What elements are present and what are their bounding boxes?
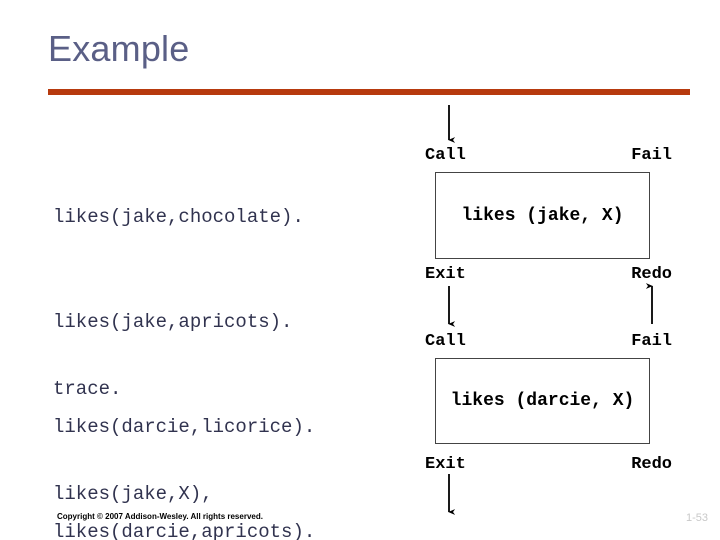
port-label-exit-1: Exit [425, 265, 466, 284]
page-title: Example [48, 28, 190, 69]
copyright-notice: Copyright © 2007 Addison-Wesley. All rig… [57, 512, 263, 521]
code-line: likes(jake,X), [53, 483, 213, 505]
title-divider-rule [48, 89, 690, 95]
code-line: trace. [53, 378, 122, 400]
code-block-query: trace. likes(jake,X), likes(darcie,X). [53, 302, 235, 540]
goal-box-jake: likes (jake, X) [435, 172, 650, 259]
port-label-fail-1: Fail [631, 146, 672, 165]
port-label-fail-2: Fail [631, 332, 672, 351]
port-label-exit-2: Exit [425, 455, 466, 474]
goal-box-label: likes (jake, X) [461, 205, 624, 226]
port-label-call-1: Call [425, 146, 466, 165]
code-block-facts: likes(jake,chocolate). likes(jake,aprico… [53, 130, 315, 540]
code-line: likes(darcie,licorice). [53, 416, 316, 438]
port-label-redo-1: Redo [631, 265, 672, 284]
code-line: likes(jake,apricots). [53, 311, 293, 333]
port-label-call-2: Call [425, 332, 466, 351]
trace-box-diagram: Call Fail likes (jake, X) Exit Redo Call… [410, 100, 700, 525]
goal-box-darcie: likes (darcie, X) [435, 358, 650, 444]
code-line: likes(darcie,apricots). [53, 521, 316, 540]
goal-box-label: likes (darcie, X) [450, 391, 635, 411]
port-label-redo-2: Redo [631, 455, 672, 474]
page-number: 1-53 [685, 513, 708, 522]
code-line: likes(jake,chocolate). [53, 206, 304, 228]
diagram-arrows-svg [448, 105, 653, 515]
